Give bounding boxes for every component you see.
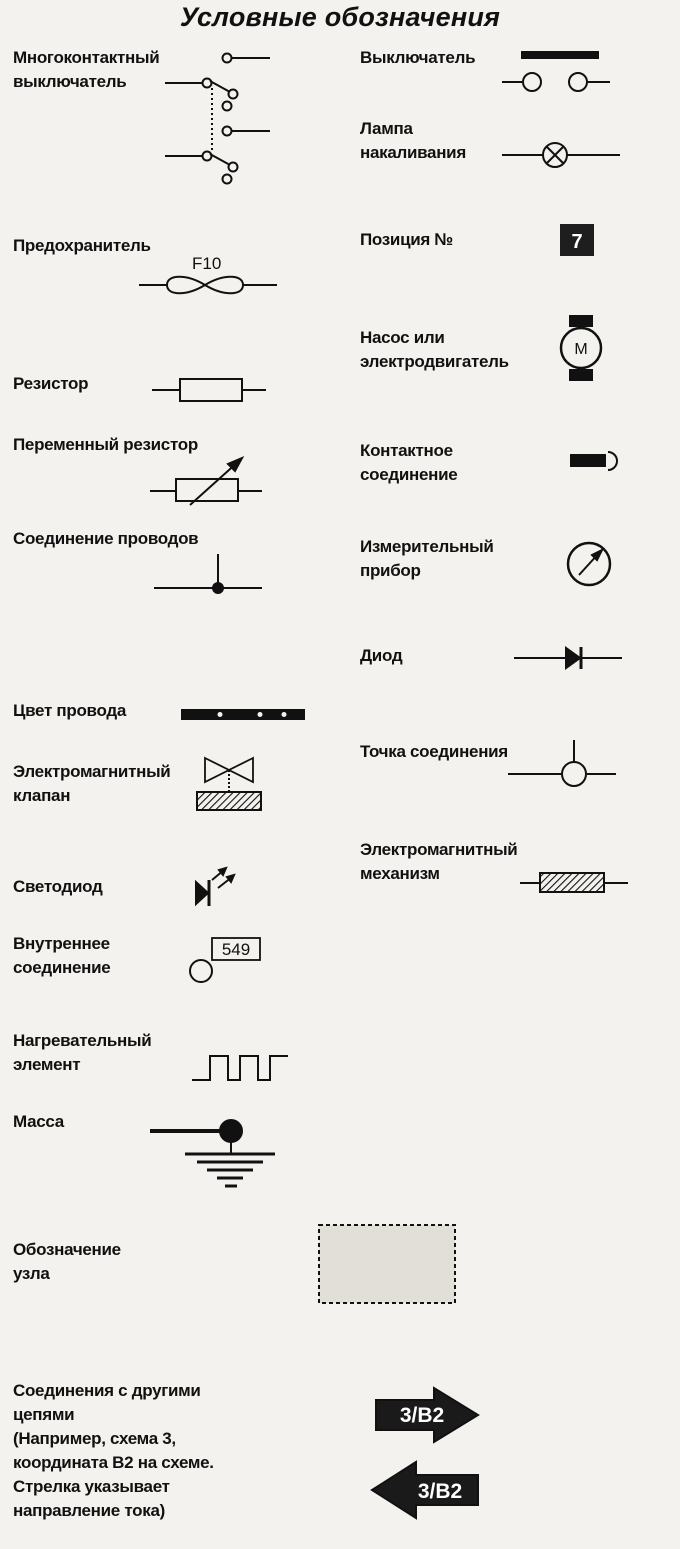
position-number-text: 7 bbox=[571, 231, 582, 253]
switch-symbol bbox=[502, 51, 610, 92]
connection-point-symbol bbox=[508, 740, 616, 787]
label-connection-point: Точка соединения bbox=[360, 742, 508, 761]
arrow-left-symbol: 3/B2 bbox=[370, 1460, 479, 1520]
heating-element-symbol bbox=[192, 1055, 288, 1081]
motor-text: M bbox=[574, 341, 587, 358]
lamp-symbol bbox=[502, 142, 620, 168]
label-solenoid-valve: Электромагнитный клапан bbox=[13, 762, 171, 805]
label-switch: Выключатель bbox=[360, 48, 476, 67]
label-wire-color: Цвет провода bbox=[13, 701, 126, 720]
wire-junction-symbol bbox=[154, 554, 262, 594]
fuse-designation-text: F10 bbox=[192, 254, 221, 273]
arrow-right-symbol: 3/B2 bbox=[375, 1386, 480, 1444]
page-title: Условные обозначения bbox=[179, 2, 501, 32]
label-meter: Измерительный прибор bbox=[360, 537, 494, 580]
label-variable-resistor: Переменный резистор bbox=[13, 435, 198, 454]
contact-connection-symbol bbox=[570, 451, 618, 471]
solenoid-valve-symbol bbox=[196, 756, 262, 811]
label-heating-element: Нагревательный элемент bbox=[13, 1031, 152, 1074]
meter-symbol bbox=[566, 541, 612, 587]
ground-symbol bbox=[150, 1119, 275, 1188]
label-fuse: Предохранитель bbox=[13, 236, 151, 255]
label-led: Светодиод bbox=[13, 877, 103, 896]
label-resistor: Резистор bbox=[13, 374, 89, 393]
label-solenoid-mechanism: Электромагнитный механизм bbox=[360, 840, 518, 883]
label-position-no: Позиция № bbox=[360, 230, 454, 249]
internal-connection-symbol: 549 bbox=[189, 937, 261, 983]
resistor-symbol bbox=[152, 378, 266, 402]
led-symbol bbox=[195, 866, 236, 907]
label-wire-junction: Соединение проводов bbox=[13, 529, 199, 548]
label-other-circuits: Соединения с другими цепями (Например, с… bbox=[13, 1381, 214, 1520]
motor-symbol: M bbox=[559, 315, 603, 381]
label-multicontact-switch: Многоконтактный выключатель bbox=[13, 48, 160, 91]
internal-connection-text: 549 bbox=[222, 940, 250, 959]
label-internal-connection: Внутреннее соединение bbox=[13, 934, 111, 977]
solenoid-mechanism-symbol bbox=[520, 872, 628, 893]
position-number-symbol: 7 bbox=[560, 224, 594, 256]
arrow-left-text: 3/B2 bbox=[418, 1480, 462, 1503]
label-unit-designation: Обозначение узла bbox=[13, 1240, 121, 1283]
label-ground: Масса bbox=[13, 1112, 64, 1131]
variable-resistor-symbol bbox=[150, 455, 262, 506]
fuse-symbol: F10 bbox=[139, 254, 277, 295]
multicontact-switch-symbol bbox=[165, 52, 270, 185]
arrow-right-text: 3/B2 bbox=[400, 1404, 444, 1427]
diode-symbol bbox=[514, 646, 622, 670]
label-diode: Диод bbox=[360, 646, 403, 665]
label-pump: Насос или электродвигатель bbox=[360, 328, 509, 371]
wire-color-symbol bbox=[181, 709, 305, 720]
label-lamp: Лампа накаливания bbox=[360, 119, 466, 162]
unit-designation-symbol bbox=[318, 1224, 456, 1304]
label-contact-connection: Контактное соединение bbox=[360, 441, 458, 484]
